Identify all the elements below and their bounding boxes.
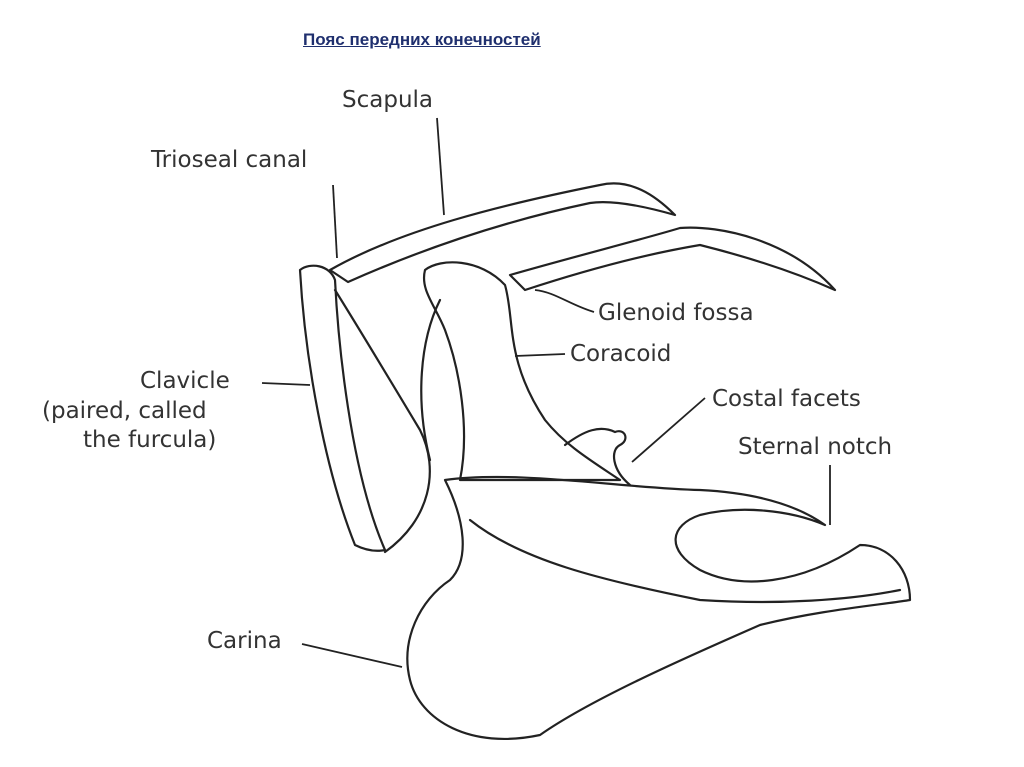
scapula-bone bbox=[328, 182, 677, 284]
label-trioseal-canal: Trioseal canal bbox=[151, 147, 308, 173]
label-clavicle: Clavicle bbox=[140, 368, 230, 394]
scapula-bone-2 bbox=[508, 226, 837, 292]
label-glenoid-fossa: Glenoid fossa bbox=[598, 300, 754, 326]
coracoid-leader bbox=[514, 353, 566, 357]
label-clavicle-paired: (paired, called bbox=[42, 398, 207, 424]
label-carina: Carina bbox=[207, 628, 282, 654]
costal-facets bbox=[563, 427, 632, 487]
costal-leader bbox=[631, 397, 706, 463]
label-coracoid: Coracoid bbox=[570, 341, 672, 367]
label-costal-facets: Costal facets bbox=[712, 386, 861, 412]
label-scapula: Scapula bbox=[342, 87, 434, 113]
slide-title: Пояс передних конечностей bbox=[303, 30, 541, 49]
label-clavicle-furcula: the furcula) bbox=[83, 427, 217, 453]
coracoid-bone-2 bbox=[420, 298, 442, 462]
coracoid-bone bbox=[422, 261, 622, 482]
sternum-bone bbox=[406, 475, 912, 740]
label-sternal-notch: Sternal notch bbox=[738, 434, 893, 460]
glenoid-leader bbox=[534, 289, 595, 313]
sternal-keel-line bbox=[468, 518, 902, 604]
scapula-leader bbox=[436, 117, 445, 216]
trioseal-leader bbox=[332, 184, 338, 259]
clavicle-bone-2 bbox=[333, 288, 431, 554]
clavicle-bone bbox=[298, 264, 387, 552]
carina-leader bbox=[301, 643, 403, 668]
clavicle-leader bbox=[261, 382, 311, 386]
